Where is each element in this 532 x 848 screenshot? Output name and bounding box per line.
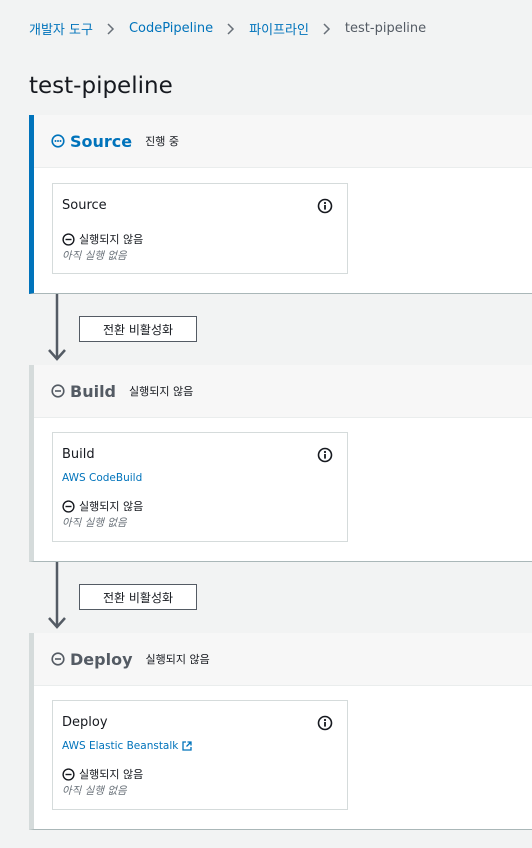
stage-name[interactable]: Source [70,131,133,151]
breadcrumb-current: test-pipeline [344,21,427,36]
arrow-down-icon [47,294,67,364]
stage-status: 실행되지 않음 [145,653,210,666]
action-status-text: 실행되지 않음 [79,233,144,246]
action-status: 실행되지 않음 [62,498,143,514]
arrow-down-icon [47,562,67,632]
stage-status: 진행 중 [145,135,179,148]
breadcrumb-codepipeline[interactable]: CodePipeline [128,21,214,36]
breadcrumb-pipelines[interactable]: 파이프라인 [249,23,309,38]
chevron-right-icon [318,22,336,36]
transition-source-build: 전환 비활성화 [47,294,207,364]
action-card-deploy: Deploy AWS Elastic Beanstalk 실행되지 않음 아직 … [52,700,348,810]
not-started-icon [51,652,65,666]
page-title: test-pipeline [29,73,173,100]
info-icon[interactable] [317,447,333,463]
action-status: 실행되지 않음 [62,231,143,247]
stage-source: Source 진행 중 Source 실행되지 않음 아직 실행 없음 [29,115,532,294]
info-icon[interactable] [317,198,333,214]
breadcrumb: 개발자 도구 CodePipeline 파이프라인 test-pipeline [29,19,426,38]
action-note: 아직 실행 없음 [62,250,127,262]
provider-link[interactable]: AWS CodeBuild [62,472,142,484]
not-started-icon [62,767,75,781]
not-started-icon [62,499,75,513]
action-status: 실행되지 않음 [62,766,143,782]
transition-build-deploy: 전환 비활성화 [47,562,207,632]
action-name: Source [62,198,107,213]
provider-text: AWS CodeBuild [62,472,143,484]
disable-transition-button[interactable]: 전환 비활성화 [79,316,197,342]
stage-deploy: Deploy 실행되지 않음 Deploy AWS Elastic Beanst… [29,633,532,830]
in-progress-icon [51,134,65,148]
action-name: Build [62,447,95,462]
action-card-build: Build AWS CodeBuild 실행되지 않음 아직 실행 없음 [52,432,348,542]
action-name: Deploy [62,715,108,730]
stage-build: Build 실행되지 않음 Build AWS CodeBuild 실행되지 않… [29,365,532,562]
provider-link[interactable]: AWS Elastic Beanstalk [62,740,193,752]
action-status-text: 실행되지 않음 [79,768,144,781]
not-started-icon [62,232,75,246]
external-link-icon [182,741,193,751]
chevron-right-icon [102,22,120,36]
provider-text: AWS Elastic Beanstalk [62,740,179,752]
stage-name[interactable]: Deploy [70,649,133,669]
not-started-icon [51,384,65,398]
stage-header: Deploy 실행되지 않음 [34,633,532,686]
info-icon[interactable] [317,715,333,731]
breadcrumb-developer-tools[interactable]: 개발자 도구 [29,23,93,38]
disable-transition-button[interactable]: 전환 비활성화 [79,584,197,610]
action-status-text: 실행되지 않음 [79,500,144,513]
stage-header: Build 실행되지 않음 [34,365,532,418]
stage-header: Source 진행 중 [34,115,532,168]
chevron-right-icon [222,22,240,36]
stage-name[interactable]: Build [70,381,117,401]
action-note: 아직 실행 없음 [62,785,127,797]
action-note: 아직 실행 없음 [62,517,127,529]
stage-status: 실행되지 않음 [129,385,194,398]
action-card-source: Source 실행되지 않음 아직 실행 없음 [52,183,348,274]
